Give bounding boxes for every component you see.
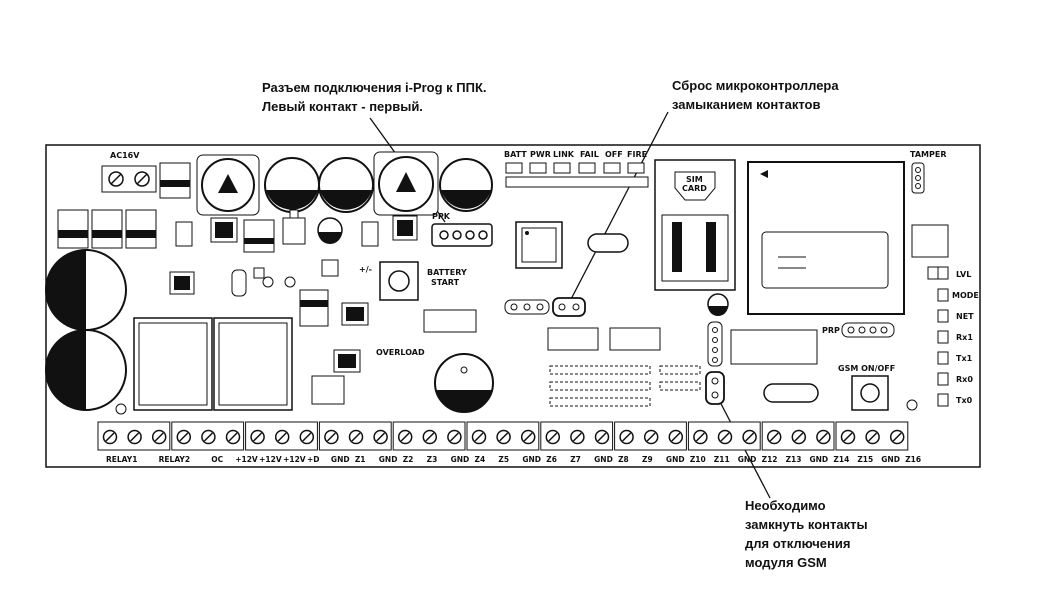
- terminal-label-30: Z15: [857, 455, 873, 464]
- ppk-label: PPK: [432, 212, 451, 221]
- terminal-label-26: Z12: [762, 455, 778, 464]
- gsm-disable-jumper: [705, 321, 725, 405]
- terminal-label-11: Z2: [403, 455, 414, 464]
- callout-gsm: Необходимо замкнуть контакты для отключе…: [745, 496, 868, 572]
- capacitor-3: [318, 157, 374, 213]
- led-label-link: LINK: [553, 150, 575, 159]
- terminal-label-32: Z16: [905, 455, 921, 464]
- terminal-label-7: +D: [307, 455, 320, 464]
- capacitor-2: [264, 157, 320, 213]
- terminal-label-18: Z7: [570, 455, 581, 464]
- terminal-label-4: +12V: [235, 455, 258, 464]
- fuse-row: [57, 209, 157, 249]
- terminal-label-6: +12V: [283, 455, 306, 464]
- gsm-status-leds: LVL MODE NET Rx1 Tx1 Rx0 Tx0: [927, 266, 979, 407]
- gsm-led-lvl: LVL: [956, 270, 971, 279]
- ppk-iprog-connector: [431, 223, 493, 247]
- gsm-led-mode: MODE: [952, 291, 979, 300]
- gsm-led-rx0: Rx0: [956, 375, 973, 384]
- callout-iprog: Разъем подключения i-Prog к ППК. Левый к…: [262, 78, 487, 116]
- tamper-label: TAMPER: [910, 150, 946, 159]
- sim-label-1: SIM: [686, 175, 703, 184]
- prp-label: PRP: [822, 326, 840, 335]
- capacitor-big-1: [45, 249, 127, 331]
- ic-chips: [423, 309, 819, 403]
- terminal-label-28: GND: [810, 455, 829, 464]
- reset-leader-line: [567, 111, 669, 306]
- callout-gsm-line4: модуля GSM: [745, 555, 827, 570]
- terminal-label-19: GND: [594, 455, 613, 464]
- terminal-label-2: RELAY2: [159, 455, 190, 464]
- terminal-label-20: Z8: [618, 455, 629, 464]
- terminal-label-29: Z14: [833, 455, 849, 464]
- prp-connector: [841, 322, 895, 338]
- callout-reset: Сброс микроконтроллера замыканием контак…: [672, 76, 839, 114]
- capacitor-5: [439, 158, 493, 212]
- callout-gsm-line1: Необходимо: [745, 498, 826, 513]
- reset-jumper: [504, 297, 586, 317]
- ac16v-label: AC16V: [110, 151, 140, 160]
- battery-start-button: [379, 261, 419, 301]
- terminal-label-3: OC: [211, 455, 223, 464]
- sim-card-holder: SIM CARD: [654, 159, 736, 291]
- tamper-switch: [911, 224, 949, 258]
- gsm-led-tx1: Tx1: [956, 354, 973, 363]
- capacitor-4: [373, 151, 439, 216]
- tamper-connector: [911, 162, 925, 194]
- terminal-label-24: Z11: [714, 455, 730, 464]
- capacitor-1: [196, 154, 260, 216]
- mount-hole-right: [906, 399, 918, 411]
- callout-iprog-line2: Левый контакт - первый.: [262, 99, 423, 114]
- resistor-rows: [549, 365, 701, 407]
- gsm-led-rx1: Rx1: [956, 333, 973, 342]
- terminal-label-12: Z3: [427, 455, 438, 464]
- led-label-fail: FAIL: [580, 150, 599, 159]
- led-label-off: OFF: [605, 150, 623, 159]
- terminal-label-15: Z5: [498, 455, 509, 464]
- terminal-label-16: GND: [522, 455, 541, 464]
- callout-iprog-line1: Разъем подключения i-Prog к ППК.: [262, 80, 487, 95]
- callout-gsm-line2: замкнуть контакты: [745, 517, 868, 532]
- terminal-label-23: Z10: [690, 455, 706, 464]
- terminal-label-8: GND: [331, 455, 350, 464]
- capacitor-big-2: [45, 329, 127, 411]
- terminal-label-13: GND: [451, 455, 470, 464]
- microcontroller: [515, 221, 563, 269]
- battery-start-label-1: BATTERY: [427, 268, 467, 277]
- plus-minus-label: +/-: [359, 265, 372, 274]
- status-leds: BATT PWR LINK FAIL OFF FIRE: [504, 150, 649, 188]
- terminal-label-21: Z9: [642, 455, 653, 464]
- terminal-label-31: GND: [881, 455, 900, 464]
- callout-reset-line2: замыканием контактов: [672, 97, 821, 112]
- gsm-onoff-button: [851, 375, 889, 411]
- terminal-label-17: Z6: [546, 455, 557, 464]
- terminal-label-9: Z1: [355, 455, 366, 464]
- terminal-label-25: GND: [738, 455, 757, 464]
- led-label-fire: FIRE: [627, 150, 647, 159]
- callout-reset-line1: Сброс микроконтроллера: [672, 78, 839, 93]
- mount-hole-left: [115, 403, 127, 415]
- led-label-batt: BATT: [504, 150, 527, 159]
- led-label-pwr: PWR: [530, 150, 551, 159]
- sim-label-2: CARD: [682, 184, 707, 193]
- gsm-led-net: NET: [956, 312, 974, 321]
- overload-label: OVERLOAD: [376, 348, 425, 357]
- gsm-led-tx0: Tx0: [956, 396, 973, 405]
- battery-start-label-2: START: [431, 278, 460, 287]
- gsm-onoff-label: GSM ON/OFF: [838, 364, 895, 373]
- terminal-label-27: Z13: [786, 455, 802, 464]
- callout-gsm-line3: для отключения: [745, 536, 851, 551]
- crystal: [587, 233, 629, 253]
- terminal-label-22: GND: [666, 455, 685, 464]
- gsm-module: [747, 161, 905, 315]
- terminal-label-14: Z4: [475, 455, 486, 464]
- terminal-label-1: RELAY1: [106, 455, 137, 464]
- buzzer: [434, 353, 494, 413]
- terminal-label-10: GND: [379, 455, 398, 464]
- terminal-label-5: +12V: [259, 455, 282, 464]
